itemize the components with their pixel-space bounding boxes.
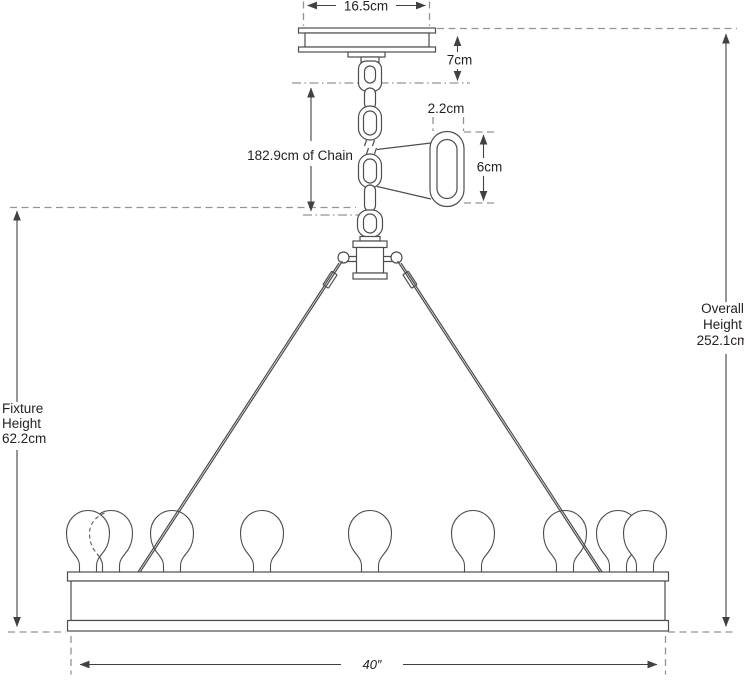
support-rod-left	[135, 260, 344, 576]
bulb	[622, 509, 668, 574]
ring-band	[66, 571, 670, 632]
overall-height-label-1: Overall	[701, 301, 744, 316]
fixture-height-label-1: Fixture	[2, 401, 43, 416]
hanging-chain	[357, 87, 383, 212]
dimension-ring-diameter: 40″	[70, 636, 667, 675]
chain-link-detail	[376, 117, 494, 208]
ring-top-rim	[66, 571, 670, 582]
dimension-fixture-height: Fixture Height 62.2cm	[2, 210, 46, 627]
bulb	[239, 509, 285, 574]
canopy-width-label: 16.5cm	[344, 0, 388, 14]
dimension-chain-length: 182.9cm of Chain	[247, 87, 353, 212]
link-height-label: 6cm	[477, 160, 503, 175]
dimension-canopy-height: 7cm	[447, 36, 473, 81]
rod-hook-left	[337, 251, 350, 264]
ceiling-canopy	[297, 27, 437, 92]
support-rod-right	[396, 260, 605, 576]
link-width-label: 2.2cm	[428, 101, 465, 116]
overall-height-label-3: 252.1cm	[697, 333, 744, 348]
ring-bottom-rim	[66, 619, 670, 632]
fixture-height-label-2: Height	[2, 416, 41, 431]
ring-body	[70, 580, 666, 622]
dimension-overall-height: Overall Height 252.1cm	[697, 33, 744, 627]
chain-bottom-reference-line	[10, 206, 359, 216]
bulb	[450, 509, 496, 574]
fixture-height-label-3: 62.2cm	[2, 431, 46, 446]
chain-break-mark	[363, 139, 376, 147]
ring-diameter-label: 40″	[362, 657, 381, 672]
dimension-canopy-width: 16.5cm	[302, 0, 431, 26]
chain-length-label: 182.9cm of Chain	[247, 148, 353, 163]
light-bulbs	[65, 509, 668, 574]
bulb	[347, 509, 393, 574]
hidden-bulb-edge	[88, 512, 105, 572]
rod-hook-right	[390, 251, 403, 264]
suspension-hub	[337, 209, 403, 280]
chain-break-mark	[365, 147, 378, 155]
overall-height-label-2: Height	[703, 317, 742, 332]
canopy-height-label: 7cm	[447, 53, 473, 68]
